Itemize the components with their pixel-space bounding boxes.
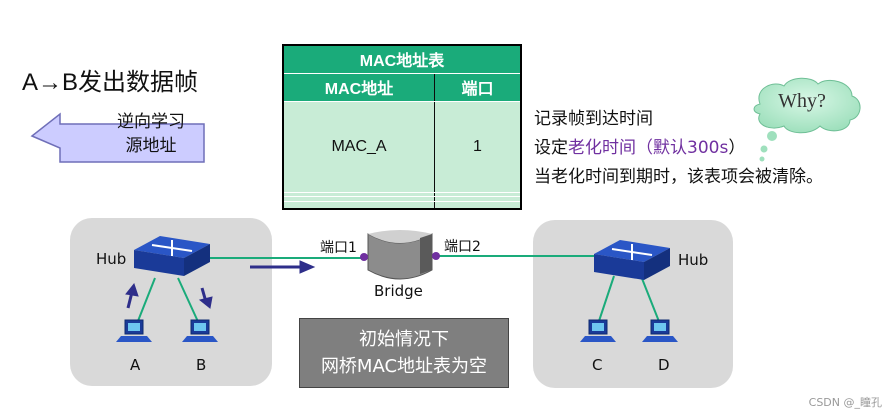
thought-bubble-icon [753,77,861,162]
aging-time-highlight: 老化时间 [568,138,636,158]
why-bubble-text: Why? [778,90,826,112]
diagram-title: A→B发出数据帧 [22,69,199,96]
port1-label: 端口1 [320,240,357,256]
table-cell-mac [282,201,435,210]
note-line-2: 设定老化时间（默认300s） [534,133,745,158]
note-line-3: 当老化时间到期时，该表项会被清除。 [534,167,823,187]
column-header-port: 端口 [434,72,522,102]
note-text: 设定 [534,138,568,158]
host-a-label: A [130,356,141,374]
table-cell-port [434,201,522,210]
port2-dot [432,252,440,260]
right-hub-icon [594,240,670,280]
note-line-1: 记录帧到达时间 [534,109,653,129]
port1-dot [360,253,368,261]
caption-line1: 初始情况下 [359,329,449,350]
default-300s-highlight: 默认300s [653,138,729,158]
bridge-label: Bridge [374,282,423,300]
table-cell-mac: MAC_A [282,100,435,193]
host-a-icon [116,319,152,342]
host-c-label: C [592,356,603,374]
left-arrow-icon [30,112,205,163]
reverse-learn-line1: 逆向学习 [117,112,185,132]
column-header-mac: MAC地址 [282,72,435,102]
mac-address-table: MAC地址表 MAC地址 端口 MAC_A 1 [282,44,522,210]
left-hub-label: Hub [96,250,127,268]
host-b-label: B [196,356,207,374]
host-d-icon [642,319,678,342]
mac-table-caption: MAC地址表 [282,44,522,74]
caption-line2: 网桥MAC地址表为空 [320,356,488,377]
paren-close: ） [728,138,746,158]
host-b-icon [182,319,218,342]
initial-state-caption: 初始情况下 网桥MAC地址表为空 [299,318,509,388]
reverse-learn-label: 逆向学习 源地址 [96,110,206,158]
port2-label: 端口2 [444,239,481,255]
host-d-label: D [658,356,670,374]
reverse-learn-line2: 源地址 [125,136,177,156]
table-cell-port: 1 [434,100,522,193]
right-hub-label: Hub [678,251,709,269]
csdn-watermark: CSDN @_瞳孔 [808,396,882,409]
table-row [282,201,522,210]
paren-open: （ [636,138,653,158]
left-hub-icon [134,236,210,276]
host-c-icon [580,319,616,342]
table-row: MAC_A 1 [282,100,522,193]
bridge-icon [367,230,433,280]
